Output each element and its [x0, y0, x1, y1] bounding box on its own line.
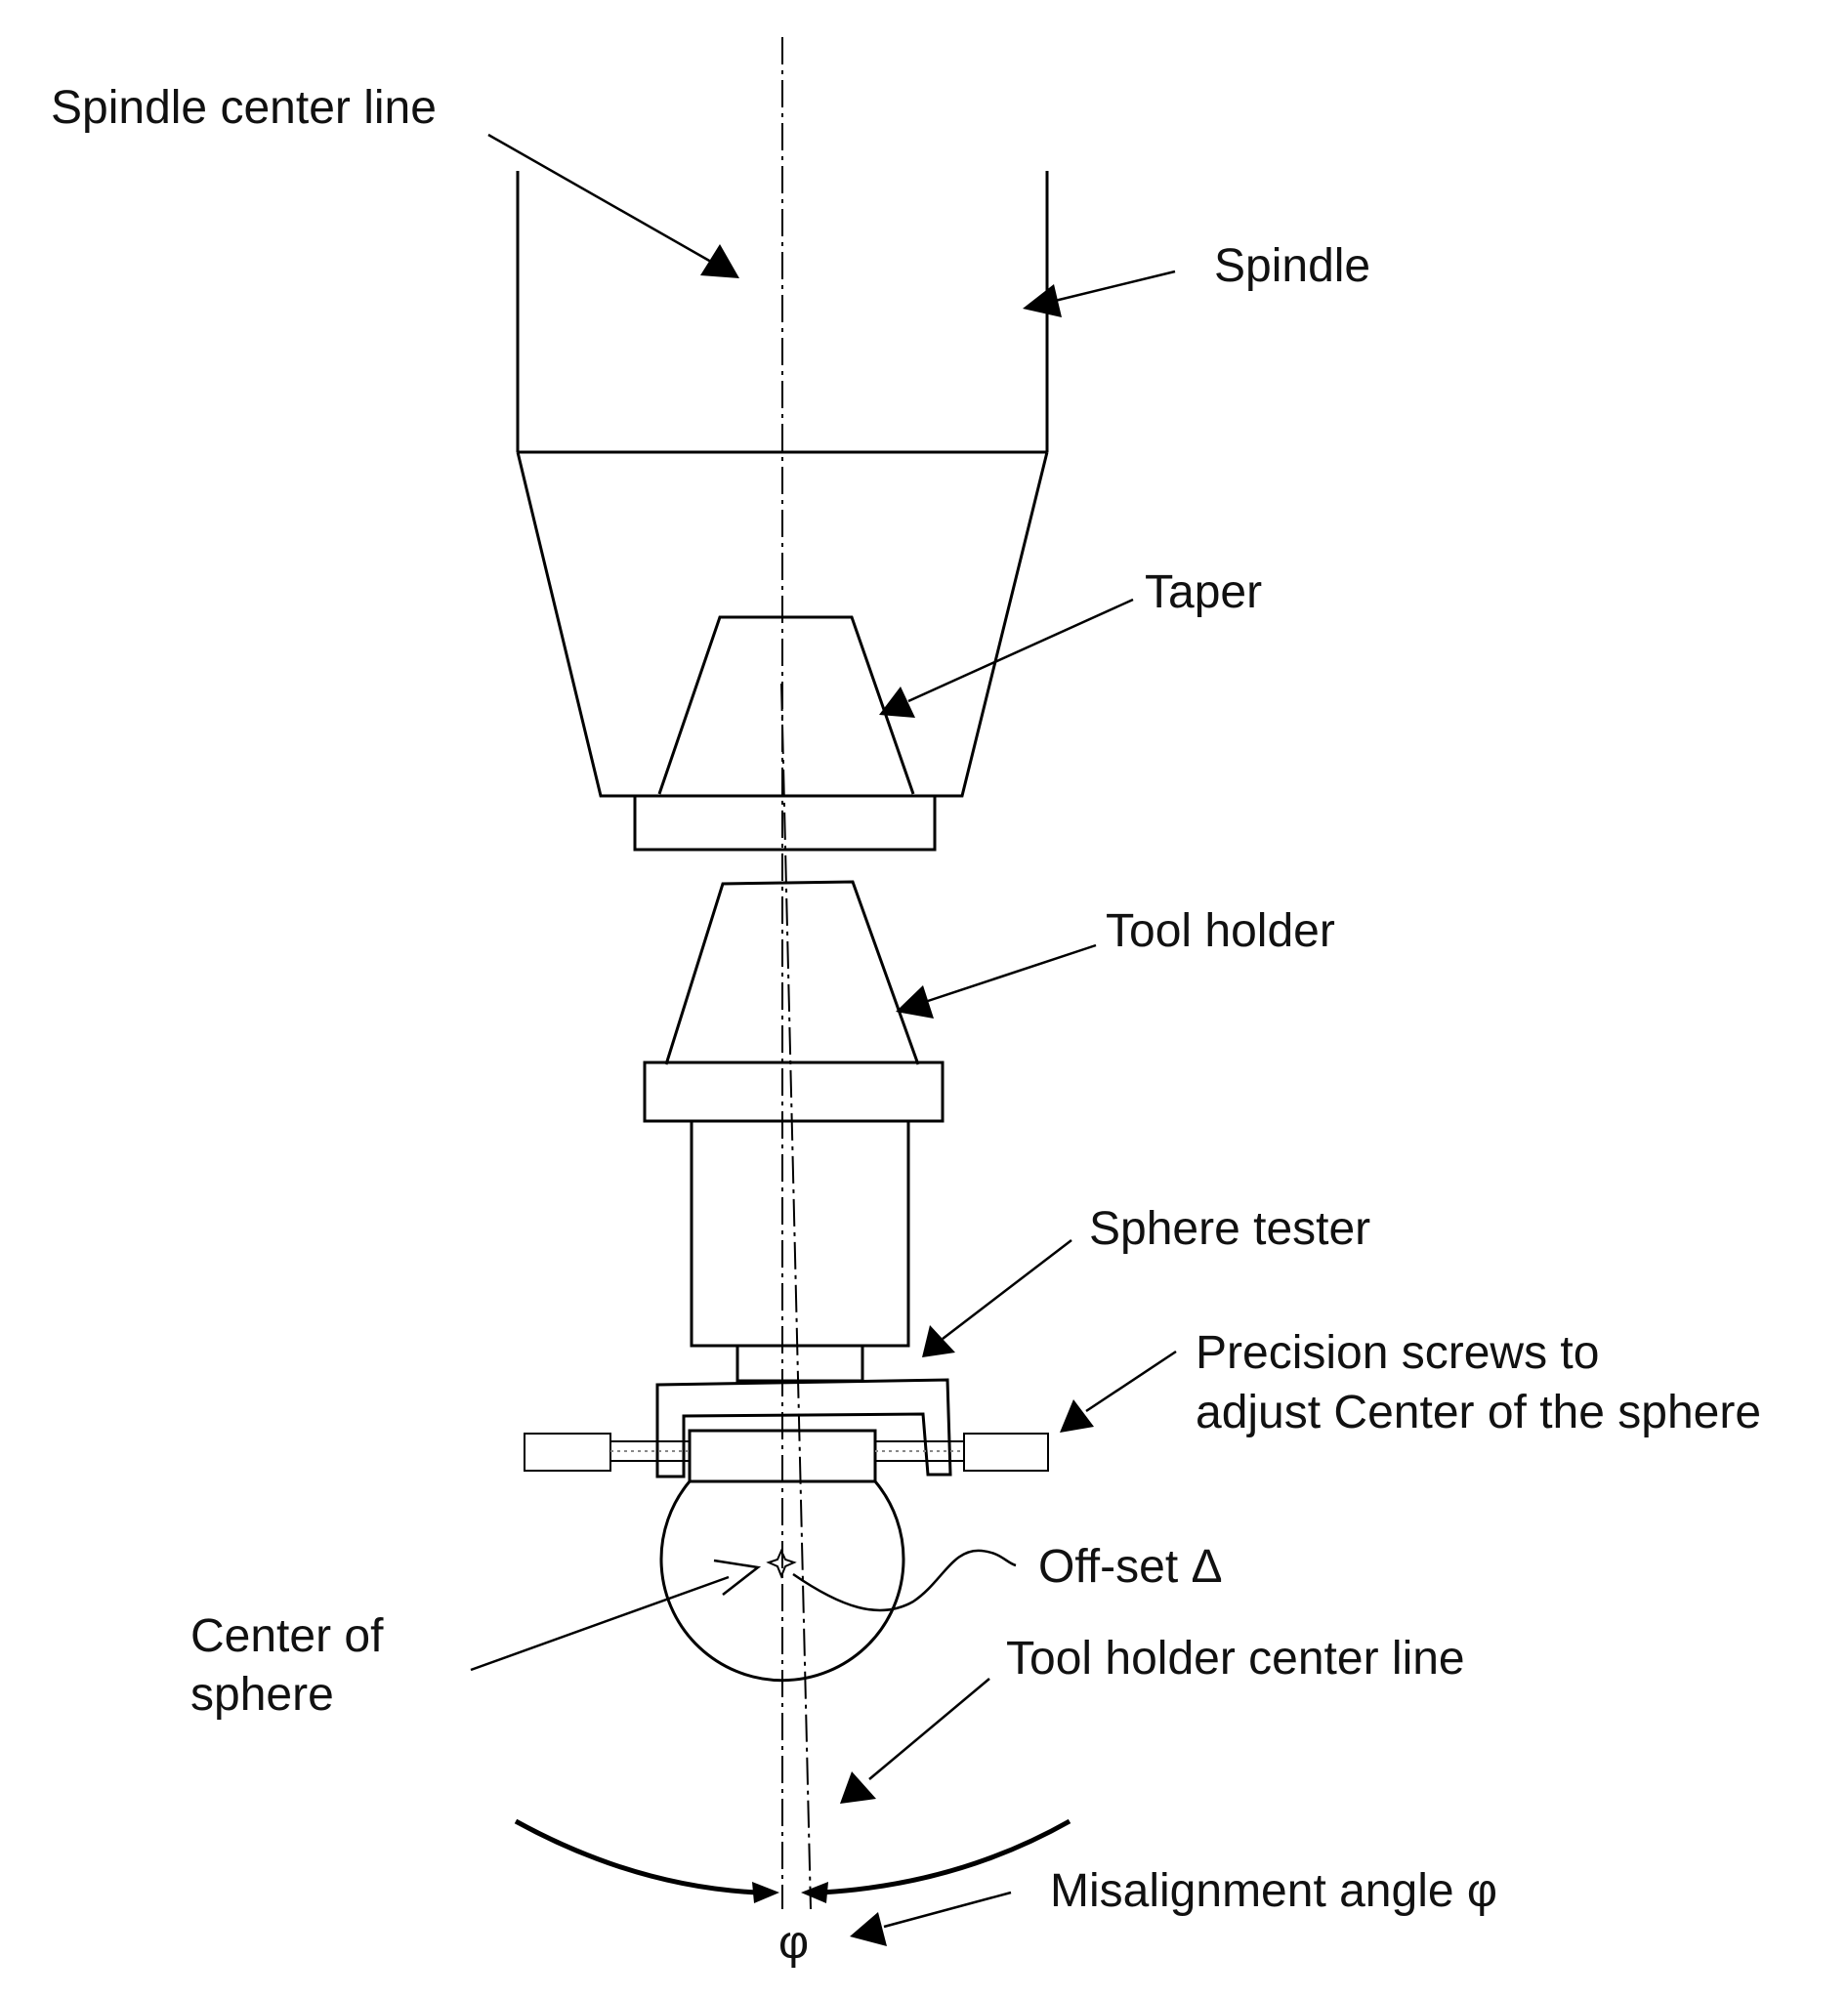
- label-center-of-sphere-line1: Center of: [190, 1610, 384, 1662]
- leader-taper: [879, 598, 1134, 718]
- leader-center-of-sphere: [470, 1559, 762, 1672]
- angle-arrow-left: [752, 1882, 779, 1903]
- label-tool-holder-center-line: Tool holder center line: [1006, 1633, 1465, 1685]
- angle-arrow-right: [801, 1882, 828, 1903]
- leader-tool-holder-center-line: [840, 1678, 990, 1804]
- label-center-of-sphere-line2: sphere: [190, 1669, 334, 1721]
- taper-shape: [657, 615, 915, 795]
- label-phi: φ: [778, 1917, 809, 1969]
- label-spindle-center-line: Spindle center line: [51, 82, 437, 134]
- offset-indicator: [792, 1549, 1017, 1612]
- label-offset: Off-set Δ: [1038, 1541, 1223, 1593]
- leader-misalignment-angle: [850, 1891, 1012, 1946]
- angle-arc-right: [819, 1818, 1071, 1895]
- label-taper: Taper: [1145, 566, 1262, 618]
- precision-screws: [524, 1433, 1049, 1472]
- leader-precision-screws: [1060, 1350, 1177, 1433]
- label-precision-screws-line1: Precision screws to: [1196, 1327, 1599, 1379]
- label-misalignment-angle: Misalignment angle φ: [1050, 1865, 1497, 1917]
- angle-arc-left: [514, 1818, 759, 1895]
- label-precision-screws-line2: adjust Center of the sphere: [1196, 1387, 1761, 1438]
- label-tool-holder: Tool holder: [1106, 905, 1335, 957]
- leader-tool-holder: [896, 943, 1097, 1019]
- leader-spindle-center-line: [487, 133, 739, 278]
- leader-sphere-tester: [922, 1239, 1072, 1357]
- sphere-center-marker: [766, 1548, 797, 1579]
- leader-spindle: [1023, 270, 1176, 317]
- tool-holder-body: [643, 880, 945, 1383]
- label-sphere-tester: Sphere tester: [1089, 1203, 1370, 1255]
- label-spindle: Spindle: [1214, 240, 1370, 292]
- tool-holder-center-line: [780, 683, 812, 1910]
